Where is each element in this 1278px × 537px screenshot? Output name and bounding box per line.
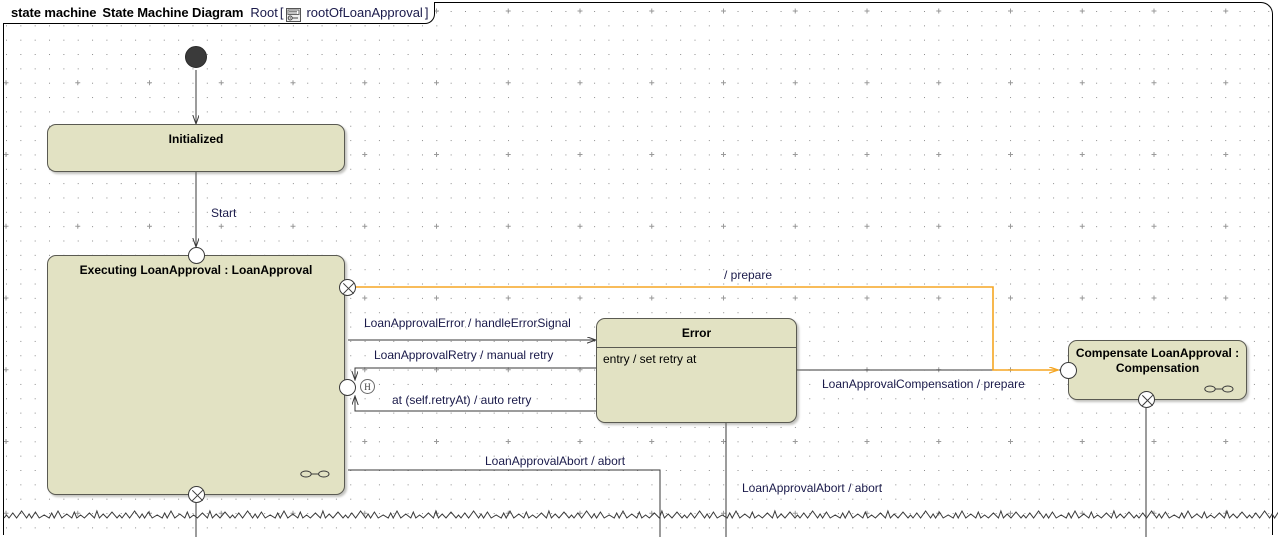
- state-compensate-title-line1: Compensate LoanApproval :: [1075, 346, 1240, 360]
- transition-label-abort-2: LoanApprovalAbort / abort: [742, 481, 883, 495]
- state-error-entry-behavior: entry / set retry at: [603, 352, 697, 366]
- transition-label-auto-retry: at (self.retryAt) / auto retry: [392, 393, 532, 407]
- initial-pseudostate[interactable]: [185, 46, 207, 68]
- entry-point-executing-right[interactable]: [339, 379, 356, 396]
- submachine-icon: [1204, 381, 1234, 393]
- state-machine-icon: [286, 7, 302, 22]
- diagram-name: State Machine Diagram: [102, 5, 244, 20]
- transition-label-loan-approval-error: LoanApprovalError / handleErrorSignal: [364, 316, 571, 330]
- state-error-title: Error: [681, 326, 712, 340]
- transition-label-prepare: / prepare: [724, 268, 773, 282]
- exit-point-executing-bottom[interactable]: [188, 486, 205, 503]
- diagram-keyword: state machine: [11, 5, 97, 20]
- transition-label-loan-approval-compensation: LoanApprovalCompensation / prepare: [822, 377, 1025, 391]
- state-initialized[interactable]: Initialized: [47, 124, 345, 172]
- state-error-separator: [597, 347, 796, 348]
- state-executing-loan-approval[interactable]: Executing LoanApproval : LoanApproval: [47, 255, 345, 495]
- transition-label-start: Start: [211, 206, 237, 220]
- diagram-frame: [3, 2, 1273, 535]
- submachine-icon: [300, 466, 330, 478]
- exit-point-executing-top[interactable]: [339, 279, 356, 296]
- state-compensate-loan-approval[interactable]: Compensate LoanApproval : Compensation: [1068, 340, 1247, 400]
- entry-point-executing-top[interactable]: [188, 247, 205, 264]
- state-compensate-title-line2: Compensation: [1115, 361, 1200, 375]
- state-initialized-title: Initialized: [168, 132, 224, 146]
- root-element-name: rootOfLoanApproval: [306, 5, 423, 20]
- bracket-open: [: [279, 5, 284, 20]
- exit-point-compensate-bottom[interactable]: [1138, 391, 1155, 408]
- transition-label-manual-retry: LoanApprovalRetry / manual retry: [374, 348, 554, 362]
- entry-point-compensate-left[interactable]: [1060, 362, 1077, 379]
- diagram-root-label: Root: [250, 5, 278, 20]
- state-error[interactable]: Error entry / set retry at: [596, 318, 797, 423]
- shallow-history-pseudostate[interactable]: H: [360, 379, 375, 394]
- bracket-close: ]: [424, 5, 429, 20]
- transition-label-abort-1: LoanApprovalAbort / abort: [485, 454, 626, 468]
- diagram-header-tab[interactable]: state machine State Machine Diagram Root…: [3, 2, 436, 24]
- state-executing-title: Executing LoanApproval : LoanApproval: [79, 263, 313, 277]
